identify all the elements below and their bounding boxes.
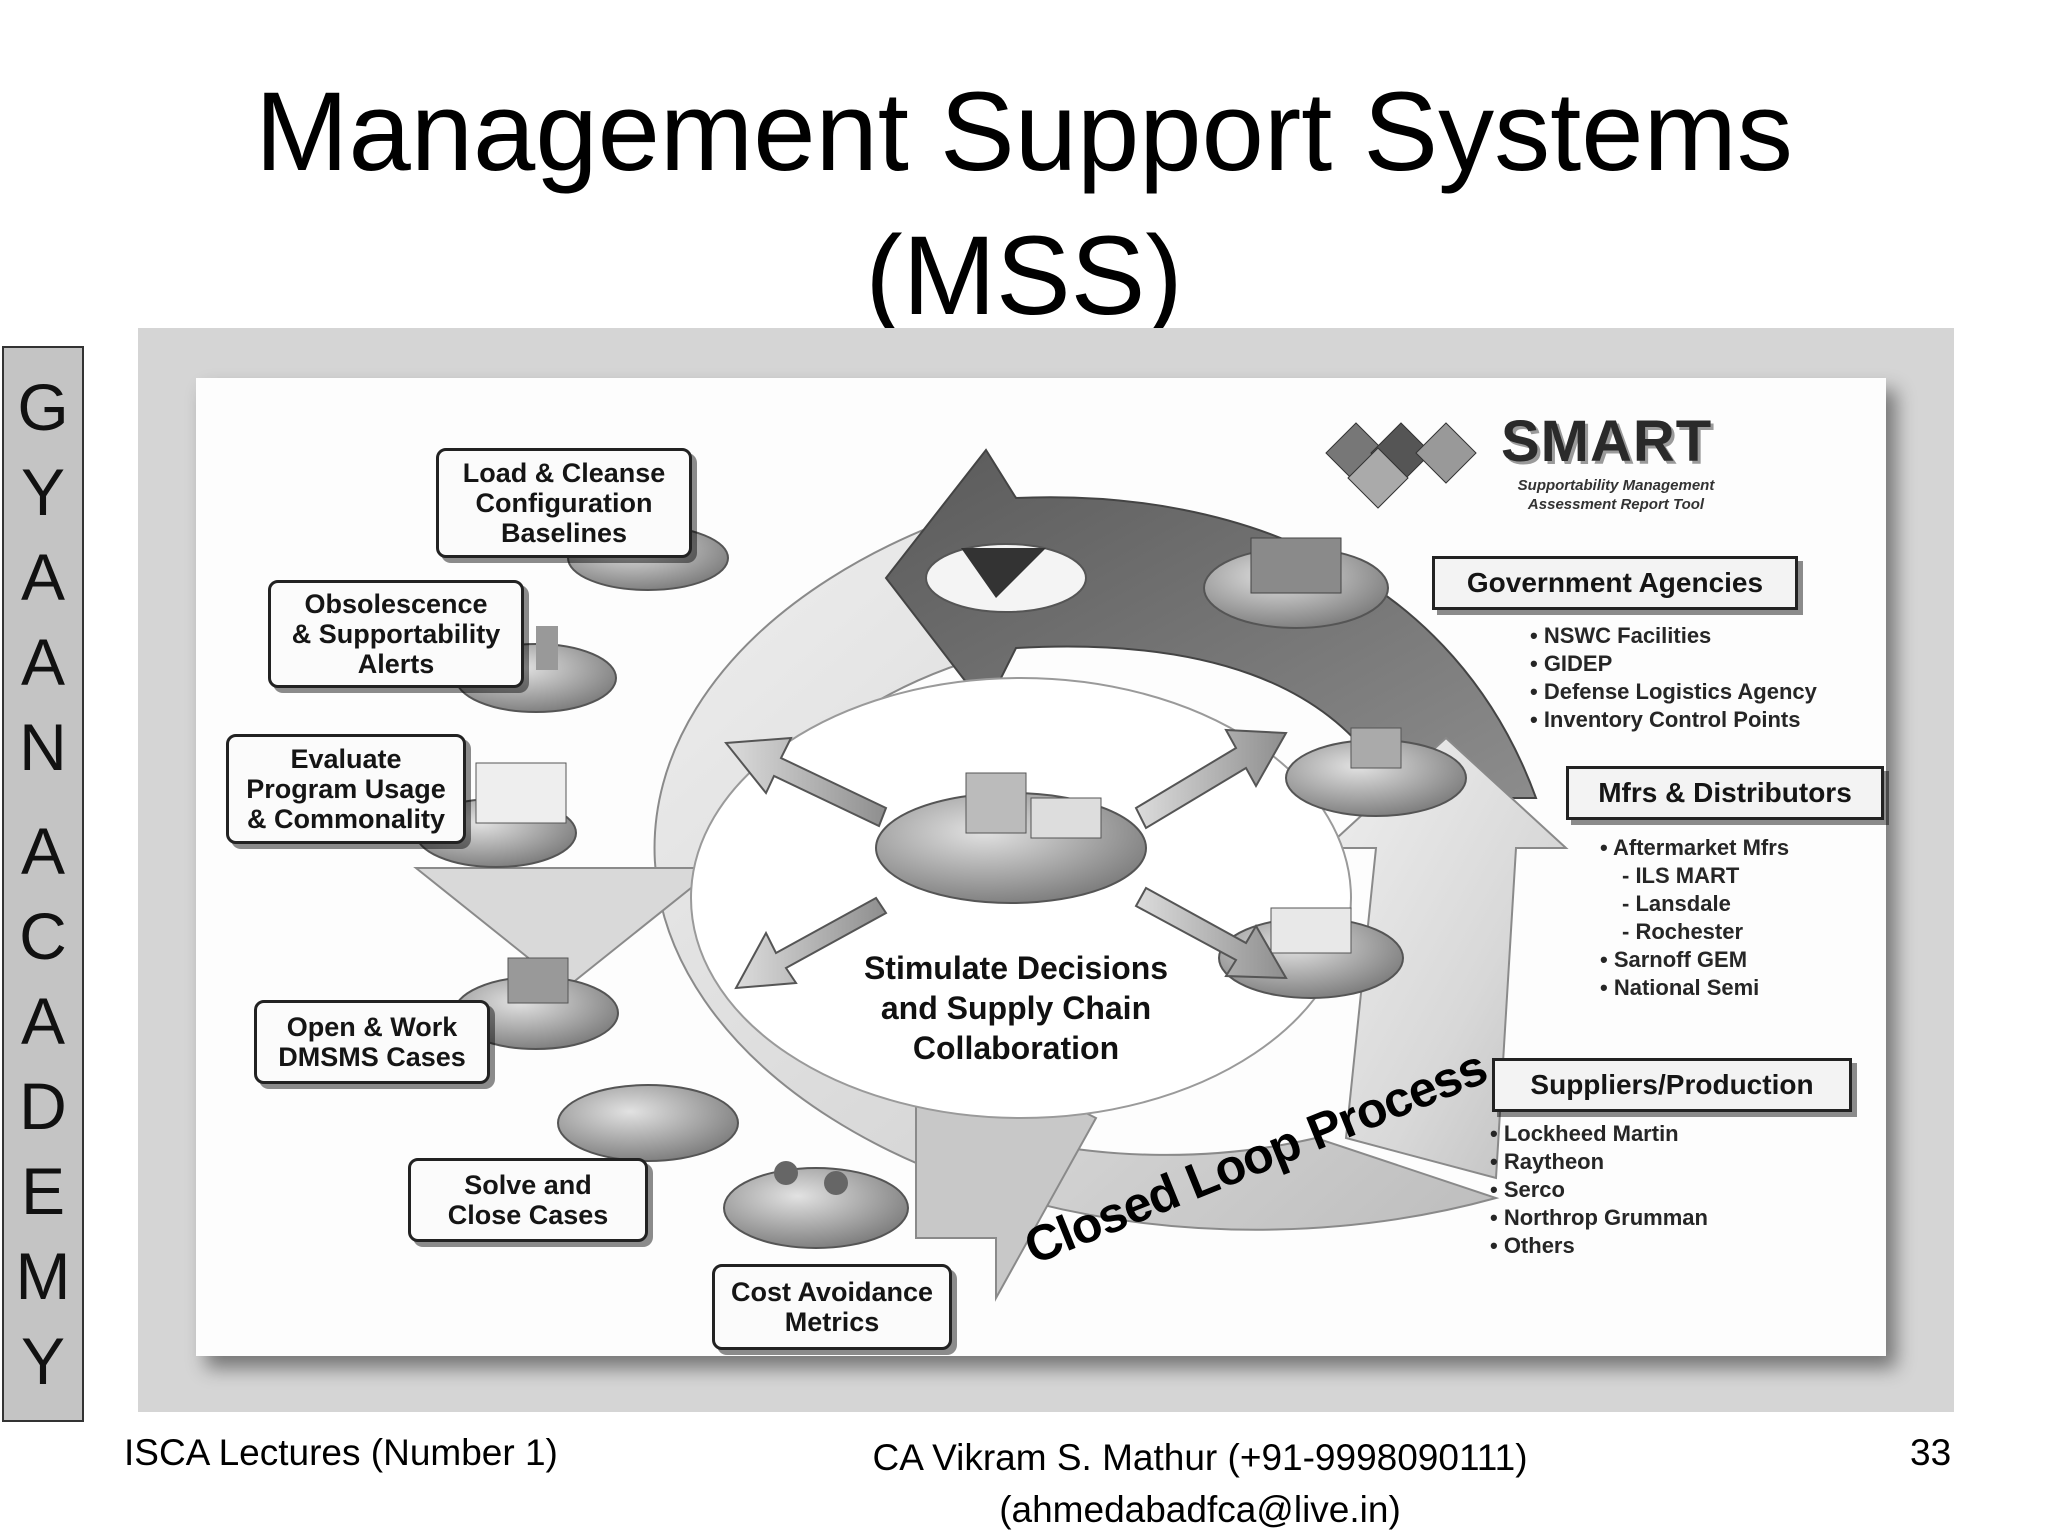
step-text: Obsolescence bbox=[304, 589, 488, 619]
list-item: • Sarnoff GEM bbox=[1600, 947, 1748, 972]
closed-loop-graphic bbox=[413, 422, 1569, 1302]
list-item: • Serco bbox=[1490, 1177, 1565, 1202]
step-text: Open & Work bbox=[286, 1012, 458, 1042]
sidebar-letter: C bbox=[19, 898, 67, 973]
center-caption-line: and Supply Chain bbox=[880, 990, 1152, 1026]
academy-sidebar: G Y A A N A C A D E M Y bbox=[2, 346, 84, 1422]
step-text: DMSMS Cases bbox=[278, 1042, 466, 1072]
list-item: • Inventory Control Points bbox=[1530, 707, 1801, 732]
sidebar-letter: D bbox=[19, 1069, 67, 1144]
category-government-agencies: Government Agencies bbox=[1432, 556, 1798, 610]
step-text: Evaluate bbox=[290, 744, 402, 774]
step-text: & Commonality bbox=[246, 804, 446, 834]
mfrs-distributors-list: • Aftermarket Mfrs - ILS MART - Lansdale… bbox=[1600, 834, 1789, 1002]
category-suppliers-production: Suppliers/Production bbox=[1492, 1058, 1852, 1112]
step-text: & Supportability bbox=[291, 619, 501, 649]
page-number: 33 bbox=[1910, 1432, 1952, 1473]
diagram-canvas: SMART Supportability Management Assessme… bbox=[196, 378, 1886, 1356]
step-solve-close-cases: Solve and Close Cases bbox=[408, 1158, 648, 1242]
step-obsolescence-alerts: Obsolescence & Supportability Alerts bbox=[268, 580, 524, 688]
list-item: - Rochester bbox=[1622, 919, 1744, 944]
step-text: Configuration bbox=[475, 488, 653, 518]
smart-subtitle-line1: Supportability Management bbox=[1517, 477, 1715, 494]
sidebar-letter: Y bbox=[20, 454, 66, 529]
sidebar-letter: N bbox=[19, 709, 67, 784]
step-text: Cost Avoidance bbox=[730, 1277, 934, 1307]
list-item: • National Semi bbox=[1600, 975, 1760, 1000]
footer-author: CA Vikram S. Mathur (+91-9998090111) (ah… bbox=[760, 1432, 1640, 1536]
step-open-work-cases: Open & Work DMSMS Cases bbox=[254, 1000, 490, 1084]
smart-subtitle-line2: Assessment Report Tool bbox=[1527, 496, 1705, 513]
category-mfrs-distributors: Mfrs & Distributors bbox=[1566, 766, 1884, 820]
sidebar-letter: A bbox=[20, 539, 66, 614]
sidebar-letter: A bbox=[20, 984, 66, 1059]
sidebar-letter: Y bbox=[20, 1324, 66, 1399]
step-load-cleanse: Load & Cleanse Configuration Baselines bbox=[436, 448, 692, 558]
center-caption: Stimulate Decisions and Supply Chain Col… bbox=[816, 948, 1216, 1068]
list-item: • Defense Logistics Agency bbox=[1530, 679, 1817, 704]
center-arrows bbox=[724, 728, 1288, 990]
list-item: • Aftermarket Mfrs bbox=[1600, 835, 1790, 860]
sidebar-letter: E bbox=[20, 1154, 66, 1229]
slide-title-line2: (MSS) bbox=[865, 213, 1183, 338]
center-caption-line: Collaboration bbox=[912, 1030, 1120, 1066]
slide-title-line1: Management Support Systems bbox=[255, 69, 1793, 194]
sidebar-letter: G bbox=[17, 369, 69, 444]
smart-logo-word: SMART bbox=[1501, 409, 1713, 474]
list-item: • Northrop Grumman bbox=[1490, 1205, 1708, 1230]
center-caption-line: Stimulate Decisions bbox=[863, 950, 1169, 986]
step-text: Alerts bbox=[357, 649, 435, 679]
step-text: Close Cases bbox=[447, 1200, 609, 1230]
step-text: Load & Cleanse bbox=[462, 458, 666, 488]
list-item: • Lockheed Martin bbox=[1490, 1121, 1679, 1146]
suppliers-production-list: • Lockheed Martin • Raytheon • Serco • N… bbox=[1490, 1120, 1708, 1260]
step-cost-avoidance: Cost Avoidance Metrics bbox=[712, 1264, 952, 1350]
list-item: - ILS MART bbox=[1622, 863, 1740, 888]
list-item: • GIDEP bbox=[1530, 651, 1613, 676]
list-item: - Lansdale bbox=[1622, 891, 1731, 916]
step-evaluate-program: Evaluate Program Usage & Commonality bbox=[226, 734, 466, 844]
sidebar-letter: A bbox=[20, 813, 66, 888]
list-item: • Others bbox=[1490, 1233, 1575, 1258]
footer-author-email: (ahmedabadfca@live.in) bbox=[999, 1489, 1401, 1530]
list-item: • Raytheon bbox=[1490, 1149, 1605, 1174]
footer-author-line1: CA Vikram S. Mathur (+91-9998090111) bbox=[872, 1437, 1528, 1478]
step-text: Baselines bbox=[500, 518, 628, 548]
list-item: • NSWC Facilities bbox=[1530, 623, 1712, 648]
step-text: Metrics bbox=[784, 1307, 880, 1337]
diagram-frame: SMART Supportability Management Assessme… bbox=[138, 328, 1954, 1412]
step-text: Program Usage bbox=[246, 774, 446, 804]
step-text: Solve and bbox=[464, 1170, 592, 1200]
smart-logo-diamonds bbox=[1325, 422, 1477, 509]
footer-lecture-name: ISCA Lectures (Number 1) bbox=[124, 1432, 558, 1473]
sidebar-letter: M bbox=[15, 1239, 71, 1314]
sidebar-letter: A bbox=[20, 624, 66, 699]
smart-logo-subtitle: Supportability Management Assessment Rep… bbox=[1486, 476, 1746, 514]
government-agencies-list: • NSWC Facilities • GIDEP • Defense Logi… bbox=[1530, 622, 1817, 734]
